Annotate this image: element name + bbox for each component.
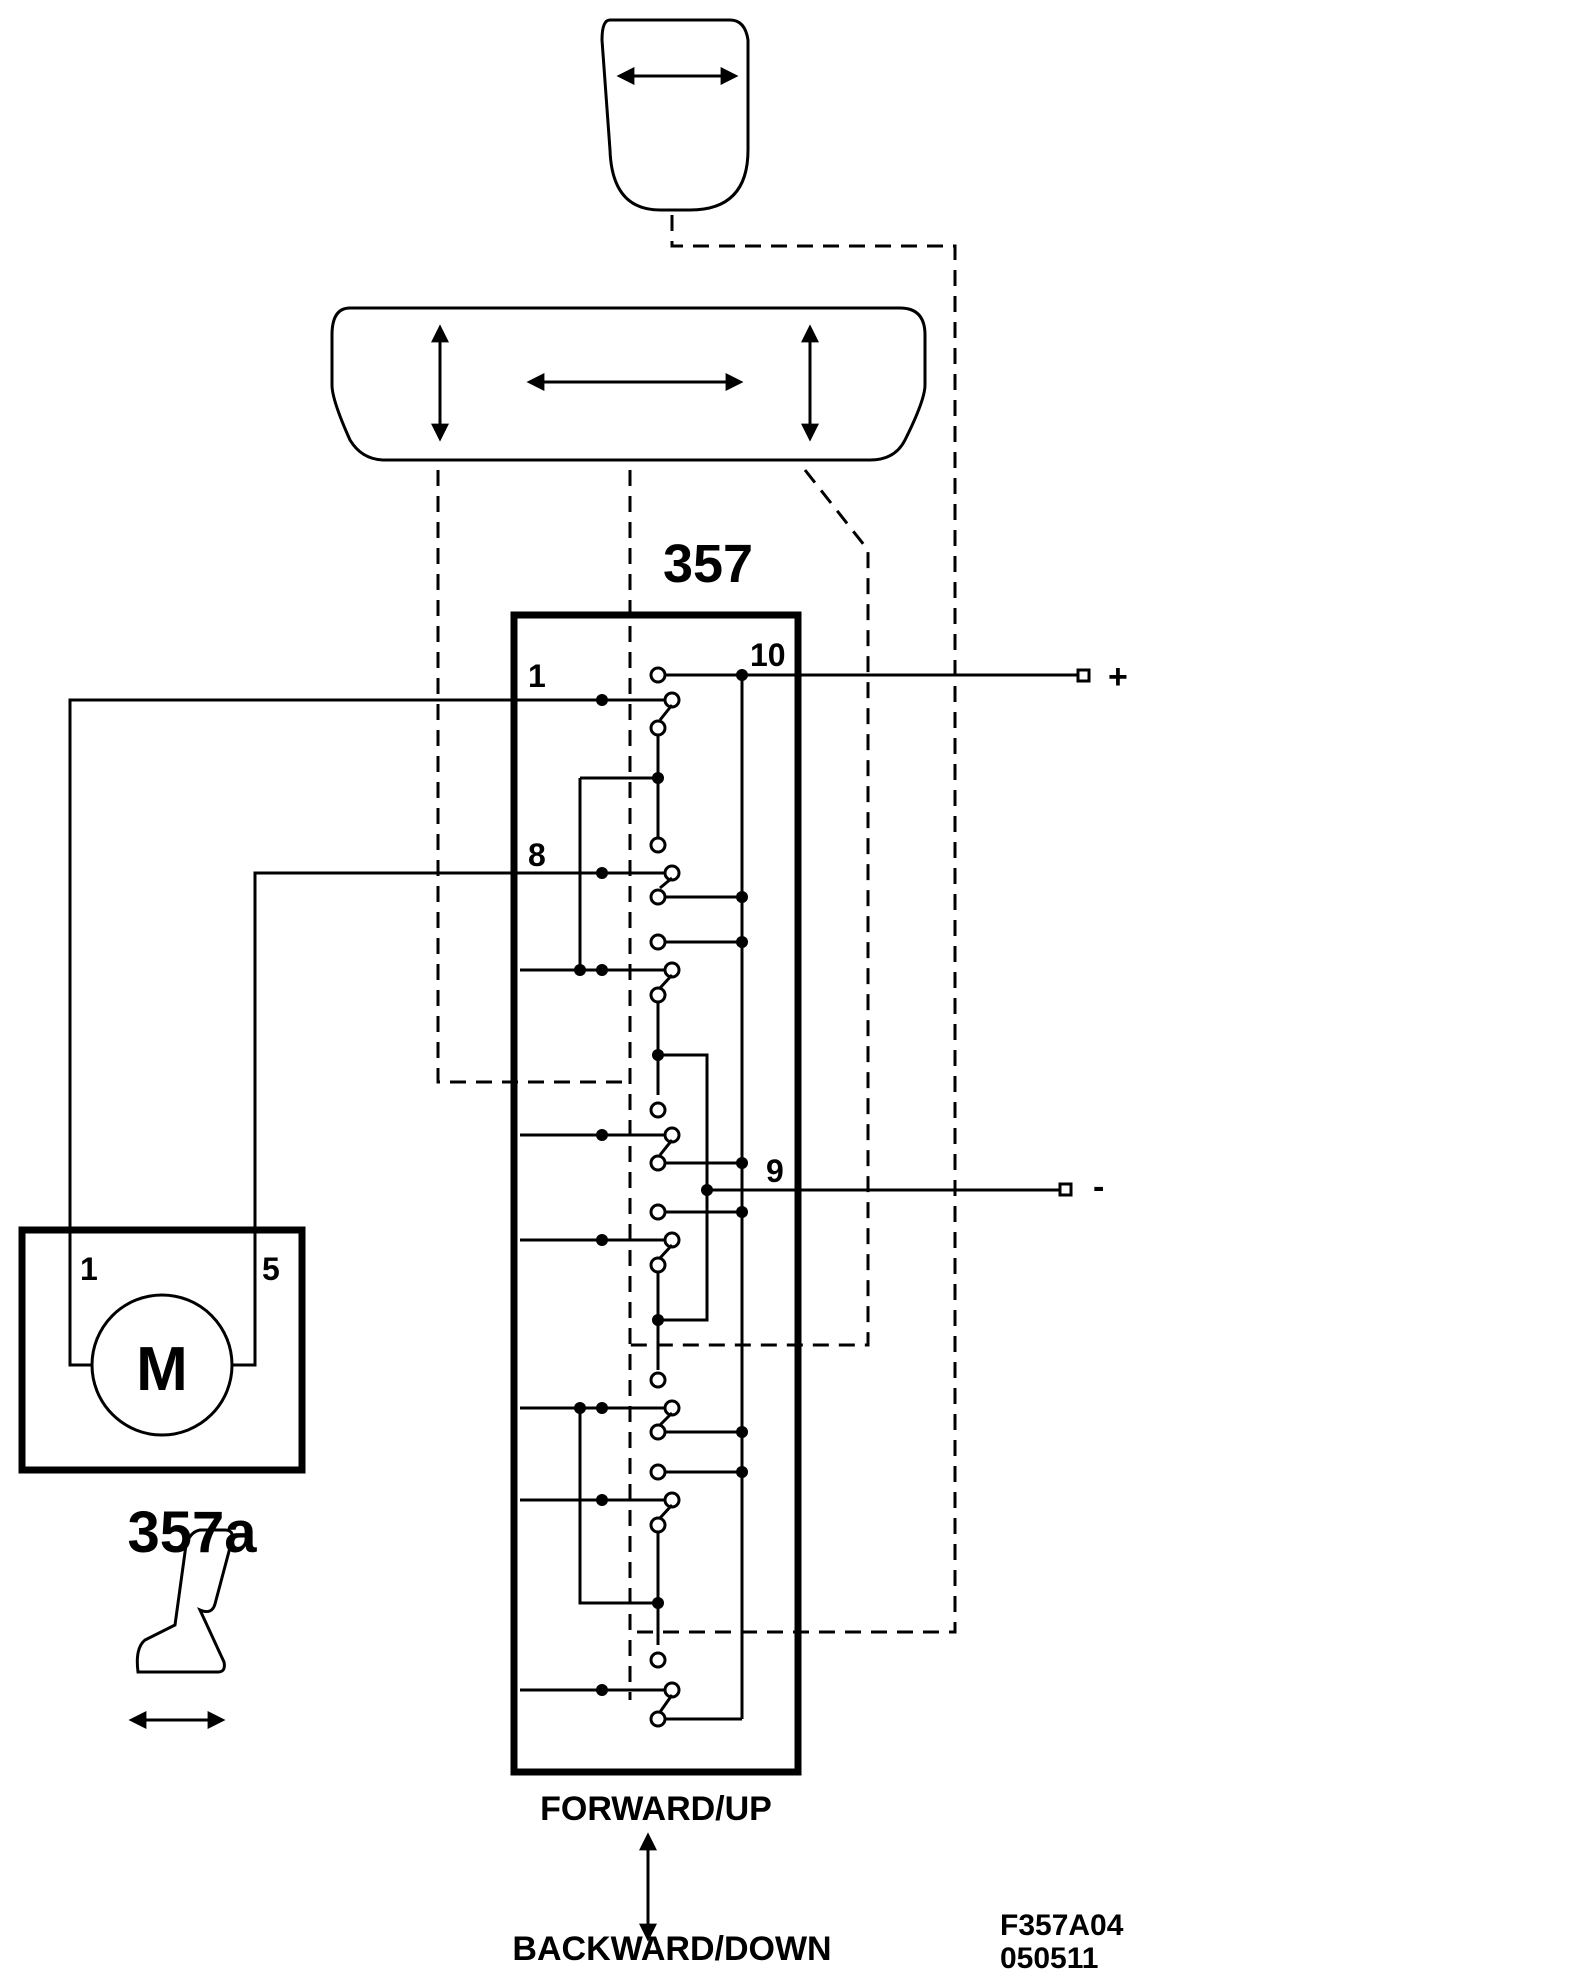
switch-label: 357 xyxy=(663,534,753,594)
mechanical-linkages xyxy=(436,215,957,1700)
switch-internal-wiring xyxy=(68,666,1091,1728)
seat-cushion-icon xyxy=(330,306,927,462)
seat-icon xyxy=(128,1528,234,1729)
figure-date: 050511 xyxy=(1000,1942,1098,1974)
pin-label-10: 10 xyxy=(750,637,786,673)
minus-terminal-label: - xyxy=(1093,1168,1104,1206)
head-restraint-icon xyxy=(600,18,750,212)
plus-terminal-label: + xyxy=(1108,658,1128,696)
motor-housing xyxy=(18,1226,306,1474)
direction-top-label: FORWARD/UP xyxy=(540,1790,772,1828)
pin-label-1: 1 xyxy=(528,658,546,694)
direction-bottom-label: BACKWARD/DOWN xyxy=(512,1930,831,1968)
motor-pin-label-5: 5 xyxy=(262,1251,280,1287)
pin-label-8: 8 xyxy=(528,837,546,873)
motor-icon xyxy=(90,1293,234,1437)
motor-pin-label-1: 1 xyxy=(80,1251,98,1287)
motor-symbol: M xyxy=(136,1335,188,1404)
switch-housing xyxy=(510,611,802,1776)
pin-label-9: 9 xyxy=(766,1153,784,1189)
figure-code: F357A04 xyxy=(1000,1909,1124,1942)
